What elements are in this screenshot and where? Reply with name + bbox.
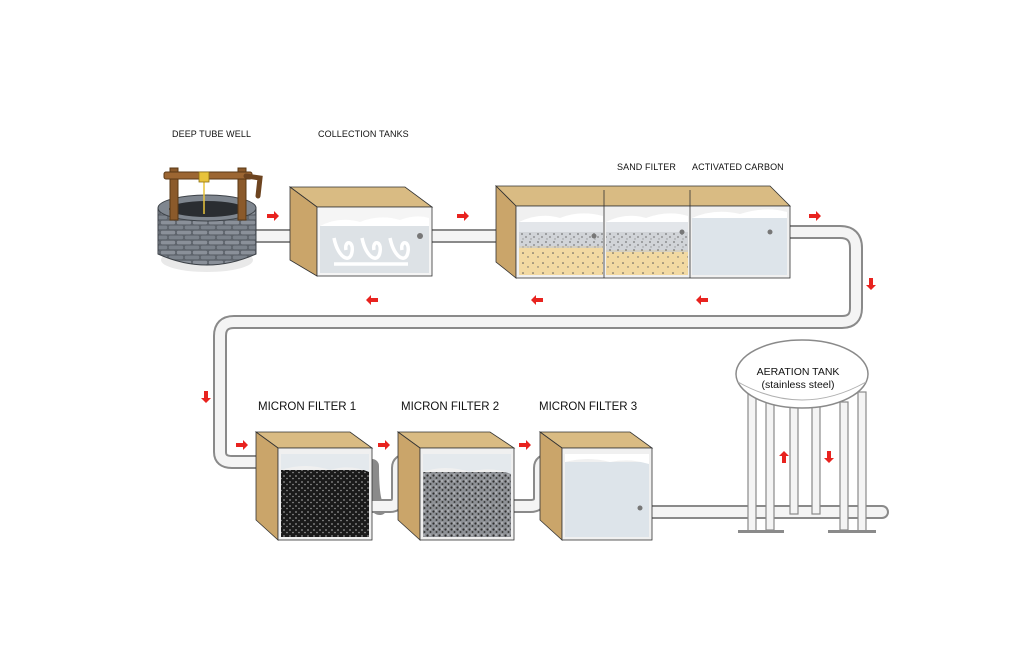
label-sand-filter: SAND FILTER [617,162,676,172]
sand-filter-unit [495,185,791,279]
aeration-tank [735,339,876,533]
deep-tube-well [157,167,263,272]
collection-tank [288,186,434,277]
red-flow-arrow-icon [824,451,834,463]
red-flow-arrow-icon [519,440,531,450]
label-aeration-tank-title: AERATION TANK [756,366,840,378]
red-flow-arrow-icon [236,440,248,450]
label-deep-tube-well: DEEP TUBE WELL [172,129,252,139]
red-flow-arrow-icon [366,295,378,305]
label-micron-filter-1: MICRON FILTER 1 [258,401,357,413]
micron-filter-3-tank [538,431,654,541]
micron-filter-2-tank [396,431,516,541]
red-flow-arrow-icon [779,451,789,463]
red-flow-arrow-icon [866,278,876,290]
flow-arrows [201,211,876,463]
red-flow-arrow-icon [809,211,821,221]
label-activated-carbon: ACTIVATED CARBON [692,162,784,172]
micron-filter-1-tank [254,431,374,541]
red-flow-arrow-icon [696,295,708,305]
label-micron-filter-3: MICRON FILTER 3 [539,401,638,413]
label-collection-tanks: COLLECTION TANKS [318,129,409,139]
red-flow-arrow-icon [531,295,543,305]
label-aeration-tank: AERATION TANK (stainless steel) [742,366,854,392]
red-flow-arrow-icon [201,391,211,403]
red-flow-arrow-icon [378,440,390,450]
label-micron-filter-2: MICRON FILTER 2 [401,401,500,413]
red-flow-arrow-icon [267,211,279,221]
label-aeration-tank-material: (stainless steel) [761,379,835,391]
red-flow-arrow-icon [457,211,469,221]
